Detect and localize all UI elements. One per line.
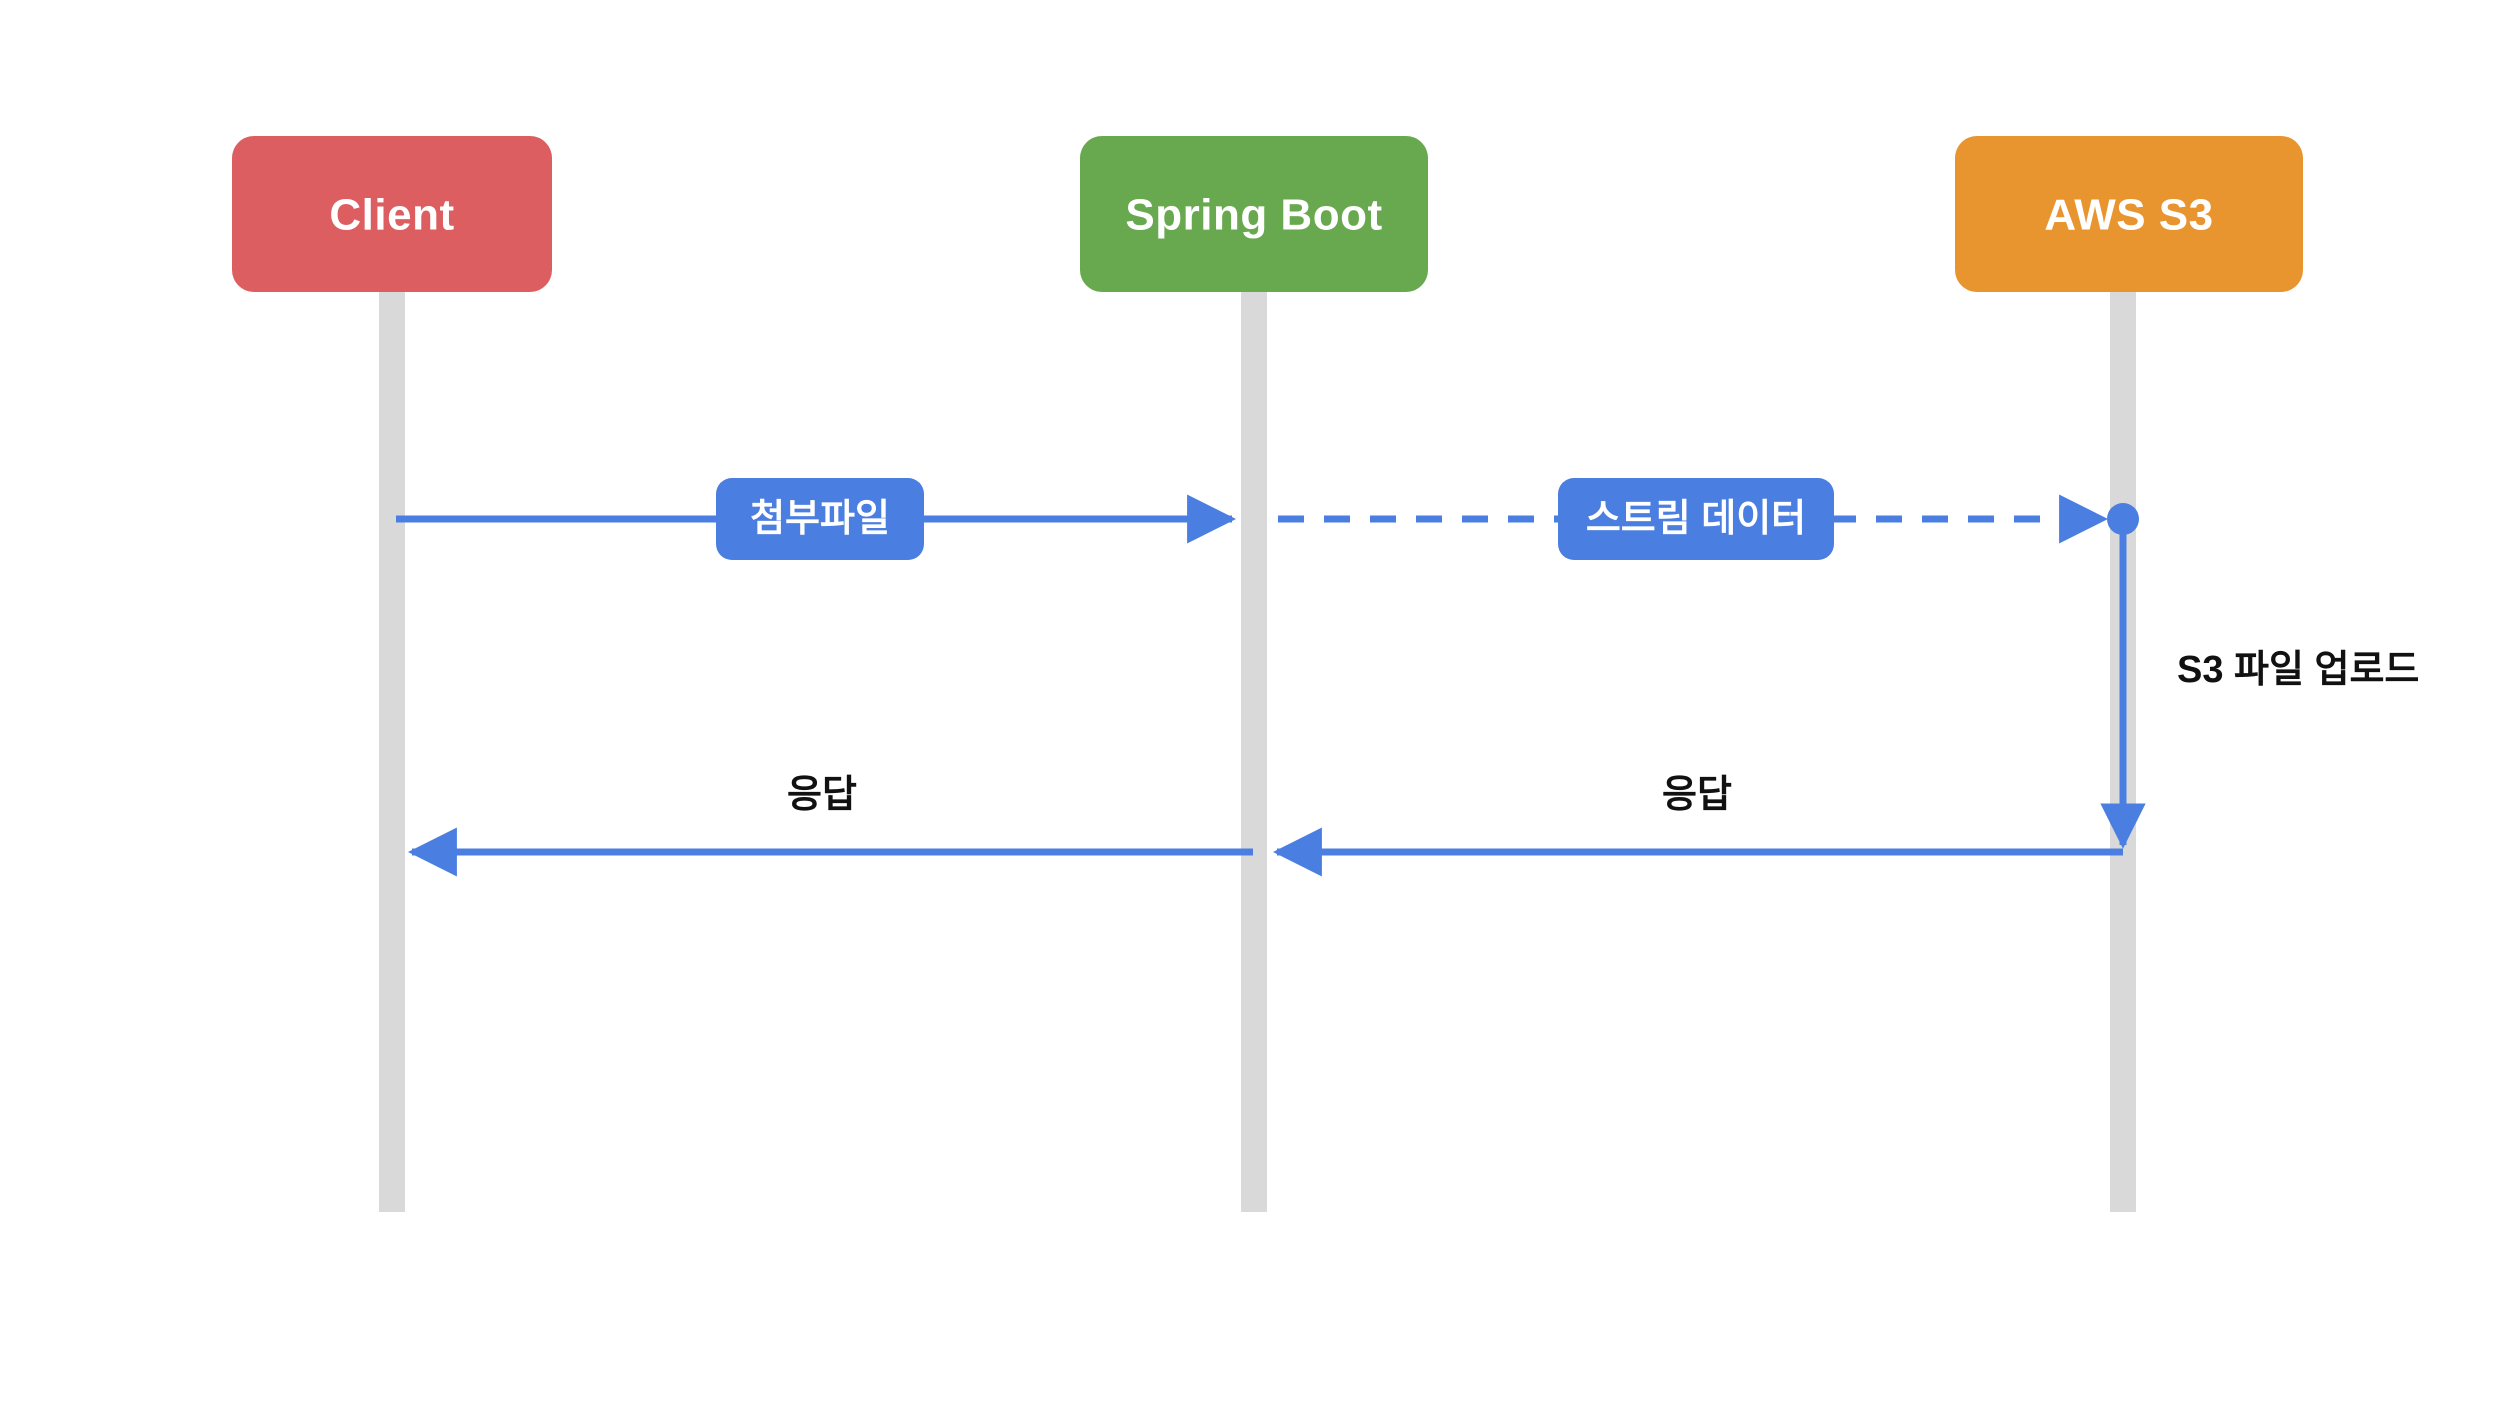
message-stream-data[interactable]: 스트림 데이터 xyxy=(1278,478,2109,560)
participant-label-spring-boot: Spring Boot xyxy=(1125,191,1382,240)
message-label-stream-data: 스트림 데이터 xyxy=(1586,498,1806,540)
participant-aws-s3[interactable]: AWS S3 xyxy=(1955,136,2303,292)
lifeline-spring-boot xyxy=(1241,185,1267,1212)
message-response-s3[interactable]: 응답 xyxy=(1272,774,2123,877)
message-attachment[interactable]: 첨부파일 xyxy=(396,478,1237,560)
participant-label-aws-s3: AWS S3 xyxy=(2044,191,2213,240)
lifelines xyxy=(379,185,2136,1212)
participant-box-spring-boot[interactable] xyxy=(1080,136,1428,292)
message-response-client[interactable]: 응답 xyxy=(407,774,1253,877)
participant-box-client[interactable] xyxy=(232,136,552,292)
message-label-s3-upload: S3 파일 업로드 xyxy=(2177,649,2419,691)
lifeline-client xyxy=(379,185,405,1212)
message-label-response-s3: 응답 xyxy=(1662,774,1732,816)
participant-box-aws-s3[interactable] xyxy=(1955,136,2303,292)
message-label-box-attachment xyxy=(716,478,924,560)
participant-client[interactable]: Client xyxy=(232,136,552,292)
message-s3-upload[interactable]: S3 파일 업로드 xyxy=(2100,503,2419,849)
message-label-response-client: 응답 xyxy=(787,774,857,816)
message-label-attachment: 첨부파일 xyxy=(750,498,890,540)
participant-label-client: Client xyxy=(329,191,454,240)
participant-spring-boot[interactable]: Spring Boot xyxy=(1080,136,1428,292)
message-label-box-stream-data xyxy=(1558,478,1834,560)
